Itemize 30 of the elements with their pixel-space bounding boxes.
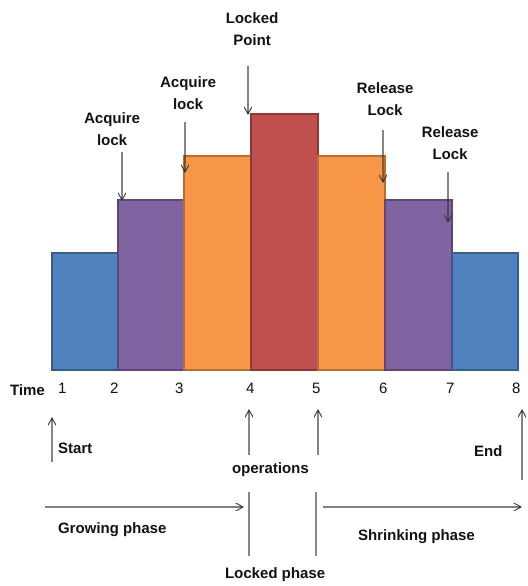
bar (384, 199, 453, 371)
tick-label: 4 (246, 380, 254, 397)
annotation: End (474, 442, 504, 462)
callout-label: Locked Point (212, 8, 292, 52)
leader-line (117, 152, 127, 200)
tick-label: 1 (58, 380, 66, 397)
tick-label: 6 (379, 380, 388, 397)
leader-line (443, 172, 453, 222)
leader-line (378, 130, 388, 182)
phase-label: Locked phase (225, 564, 326, 584)
leader-line (180, 122, 190, 172)
bar (250, 113, 319, 371)
bar (51, 252, 119, 371)
bar (451, 252, 519, 371)
annotation: Start (58, 439, 94, 459)
tick-label: 5 (312, 380, 320, 397)
phase-label: Shrinking phase (358, 526, 476, 546)
leader-line (243, 66, 253, 114)
tick-label: 2 (110, 380, 118, 397)
tick-label: 7 (446, 380, 454, 397)
tick-label: 3 (175, 380, 184, 397)
callout-label: Release Lock (345, 78, 425, 122)
axis-title: Time (10, 381, 46, 401)
tick-label: 8 (512, 380, 520, 397)
bar (317, 155, 386, 371)
bar (183, 155, 252, 371)
phase-label: Growing phase (58, 519, 168, 539)
callout-label: Release Lock (410, 122, 490, 166)
bar (117, 199, 185, 371)
annotation: operations (232, 459, 310, 479)
